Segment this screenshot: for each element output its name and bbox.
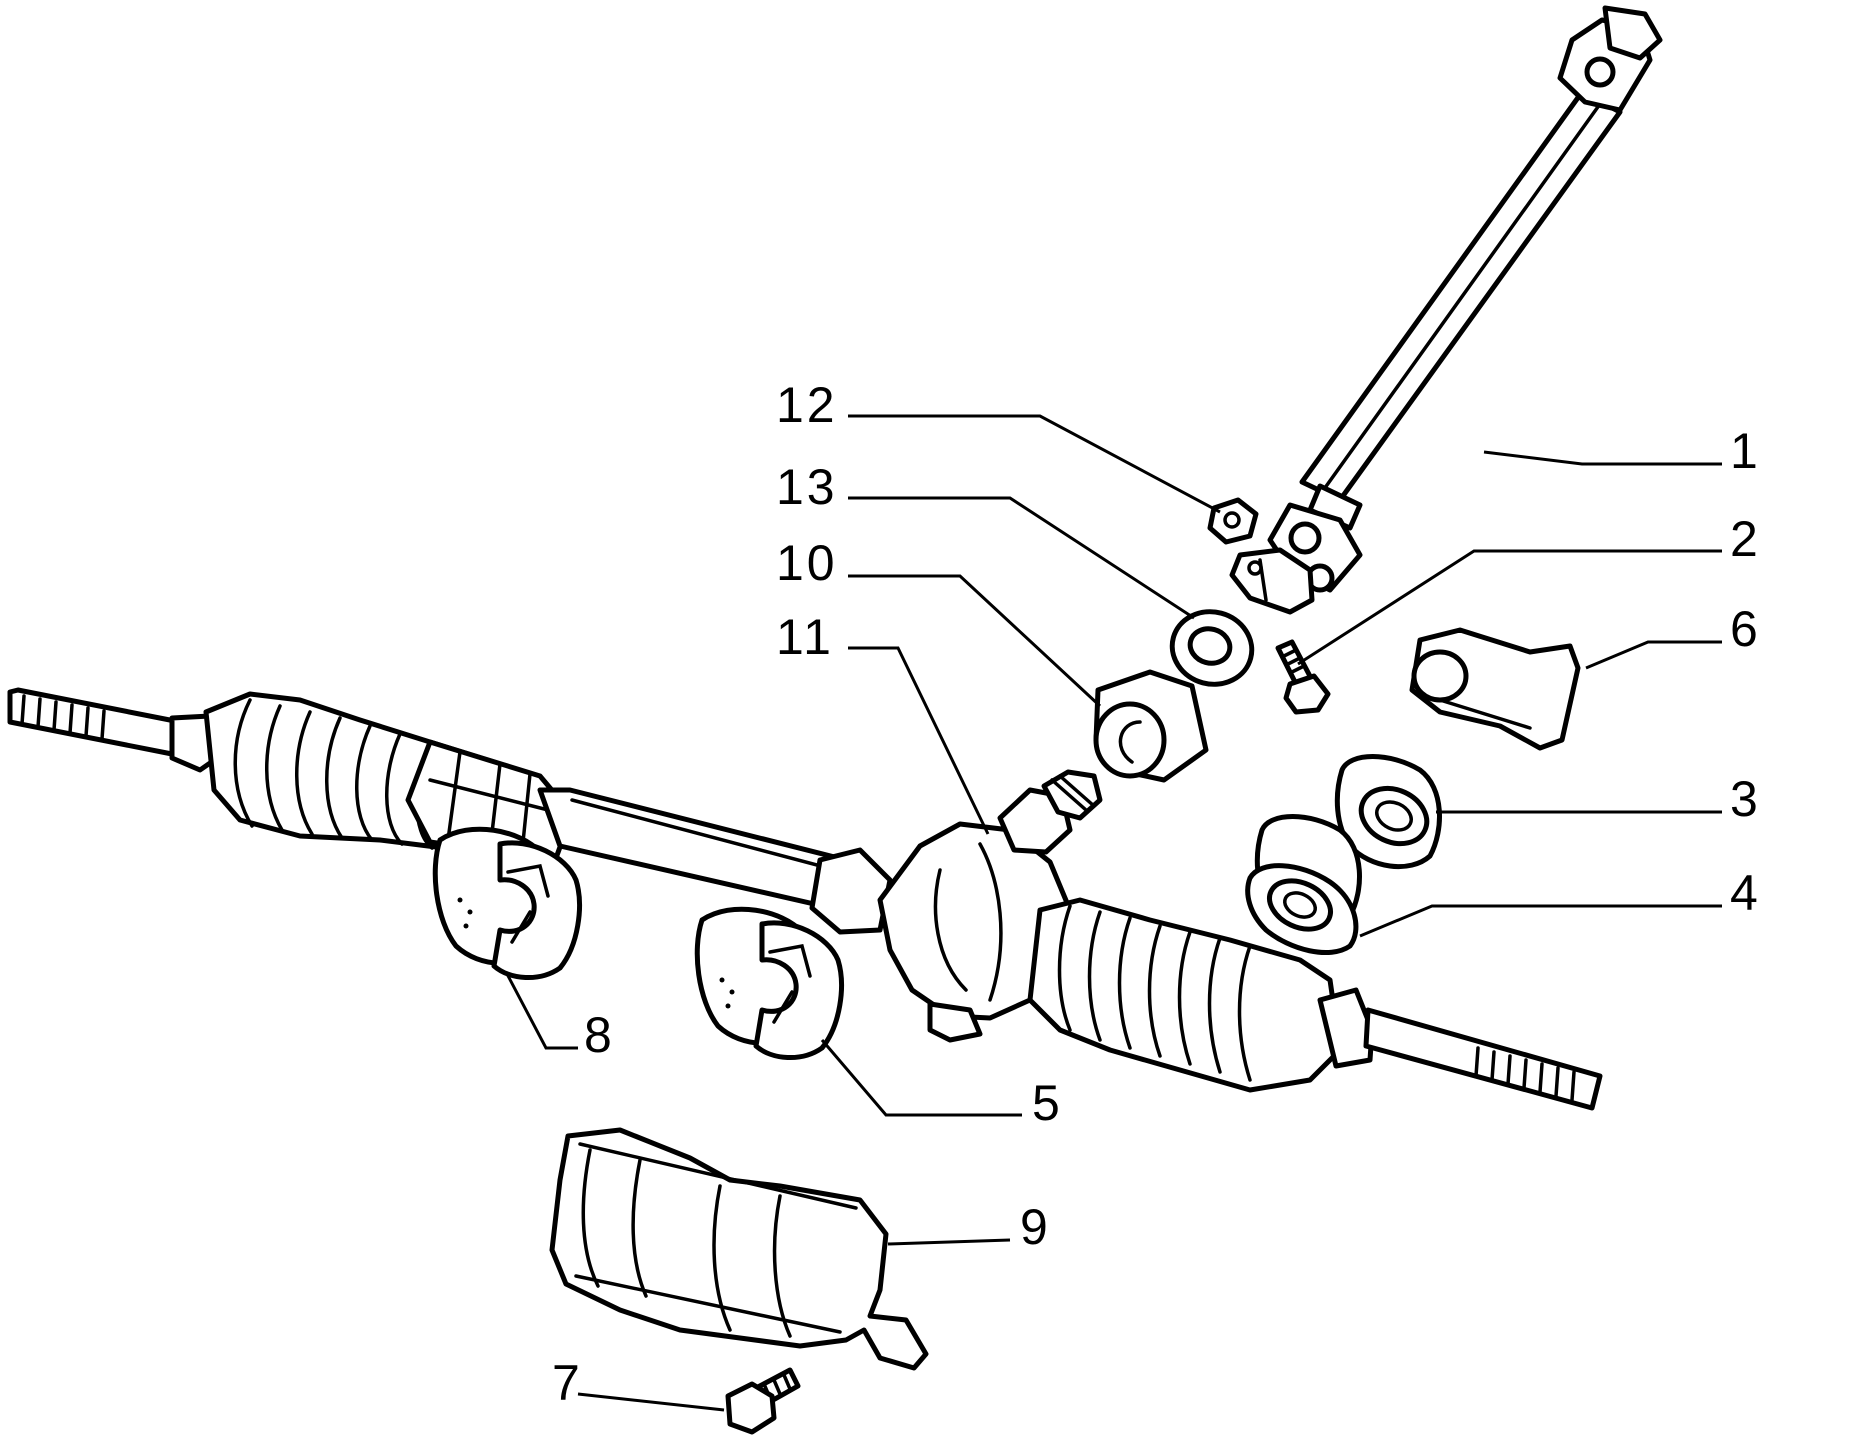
steering-rack — [7, 687, 1603, 1111]
leader-12 — [848, 414, 1221, 514]
callout-2: 2 — [1730, 511, 1761, 567]
leader-4 — [1359, 904, 1722, 938]
bolt — [1275, 639, 1331, 715]
leader-2 — [1297, 549, 1722, 666]
callout-12: 12 — [776, 377, 838, 433]
left-mounting-bush — [432, 826, 582, 981]
leader-6 — [1585, 640, 1722, 670]
right-mounting-bush — [694, 906, 844, 1061]
callout-1: 1 — [1730, 423, 1761, 479]
leader-7 — [577, 1392, 725, 1412]
callout-13: 13 — [776, 459, 838, 515]
small-bolt — [725, 1367, 801, 1435]
leader-13 — [848, 496, 1195, 620]
leader-8 — [504, 971, 578, 1050]
bushing — [1093, 669, 1209, 783]
mount — [1245, 814, 1362, 955]
cap — [1409, 627, 1581, 751]
leader-1 — [1483, 450, 1722, 466]
steering-shaft — [1229, 5, 1663, 615]
heat-shield — [549, 1127, 929, 1371]
callout-5: 5 — [1032, 1075, 1063, 1131]
callout-7: 7 — [552, 1355, 583, 1411]
callout-labels: 1 2 3 4 5 6 7 8 9 10 11 12 13 — [552, 377, 1761, 1411]
washer — [1169, 609, 1255, 687]
leader-11 — [848, 646, 990, 835]
callout-8: 8 — [584, 1007, 615, 1063]
callout-3: 3 — [1730, 771, 1761, 827]
leader-lines — [504, 414, 1722, 1412]
leader-9 — [887, 1238, 1011, 1246]
seal — [1334, 754, 1442, 870]
callout-10: 10 — [776, 535, 838, 591]
leader-5 — [820, 1039, 1022, 1117]
leader-10 — [848, 574, 1102, 708]
callout-6: 6 — [1730, 601, 1761, 657]
callout-4: 4 — [1730, 865, 1761, 921]
callout-11: 11 — [776, 609, 834, 665]
nut — [1207, 497, 1259, 545]
callout-9: 9 — [1020, 1199, 1051, 1255]
